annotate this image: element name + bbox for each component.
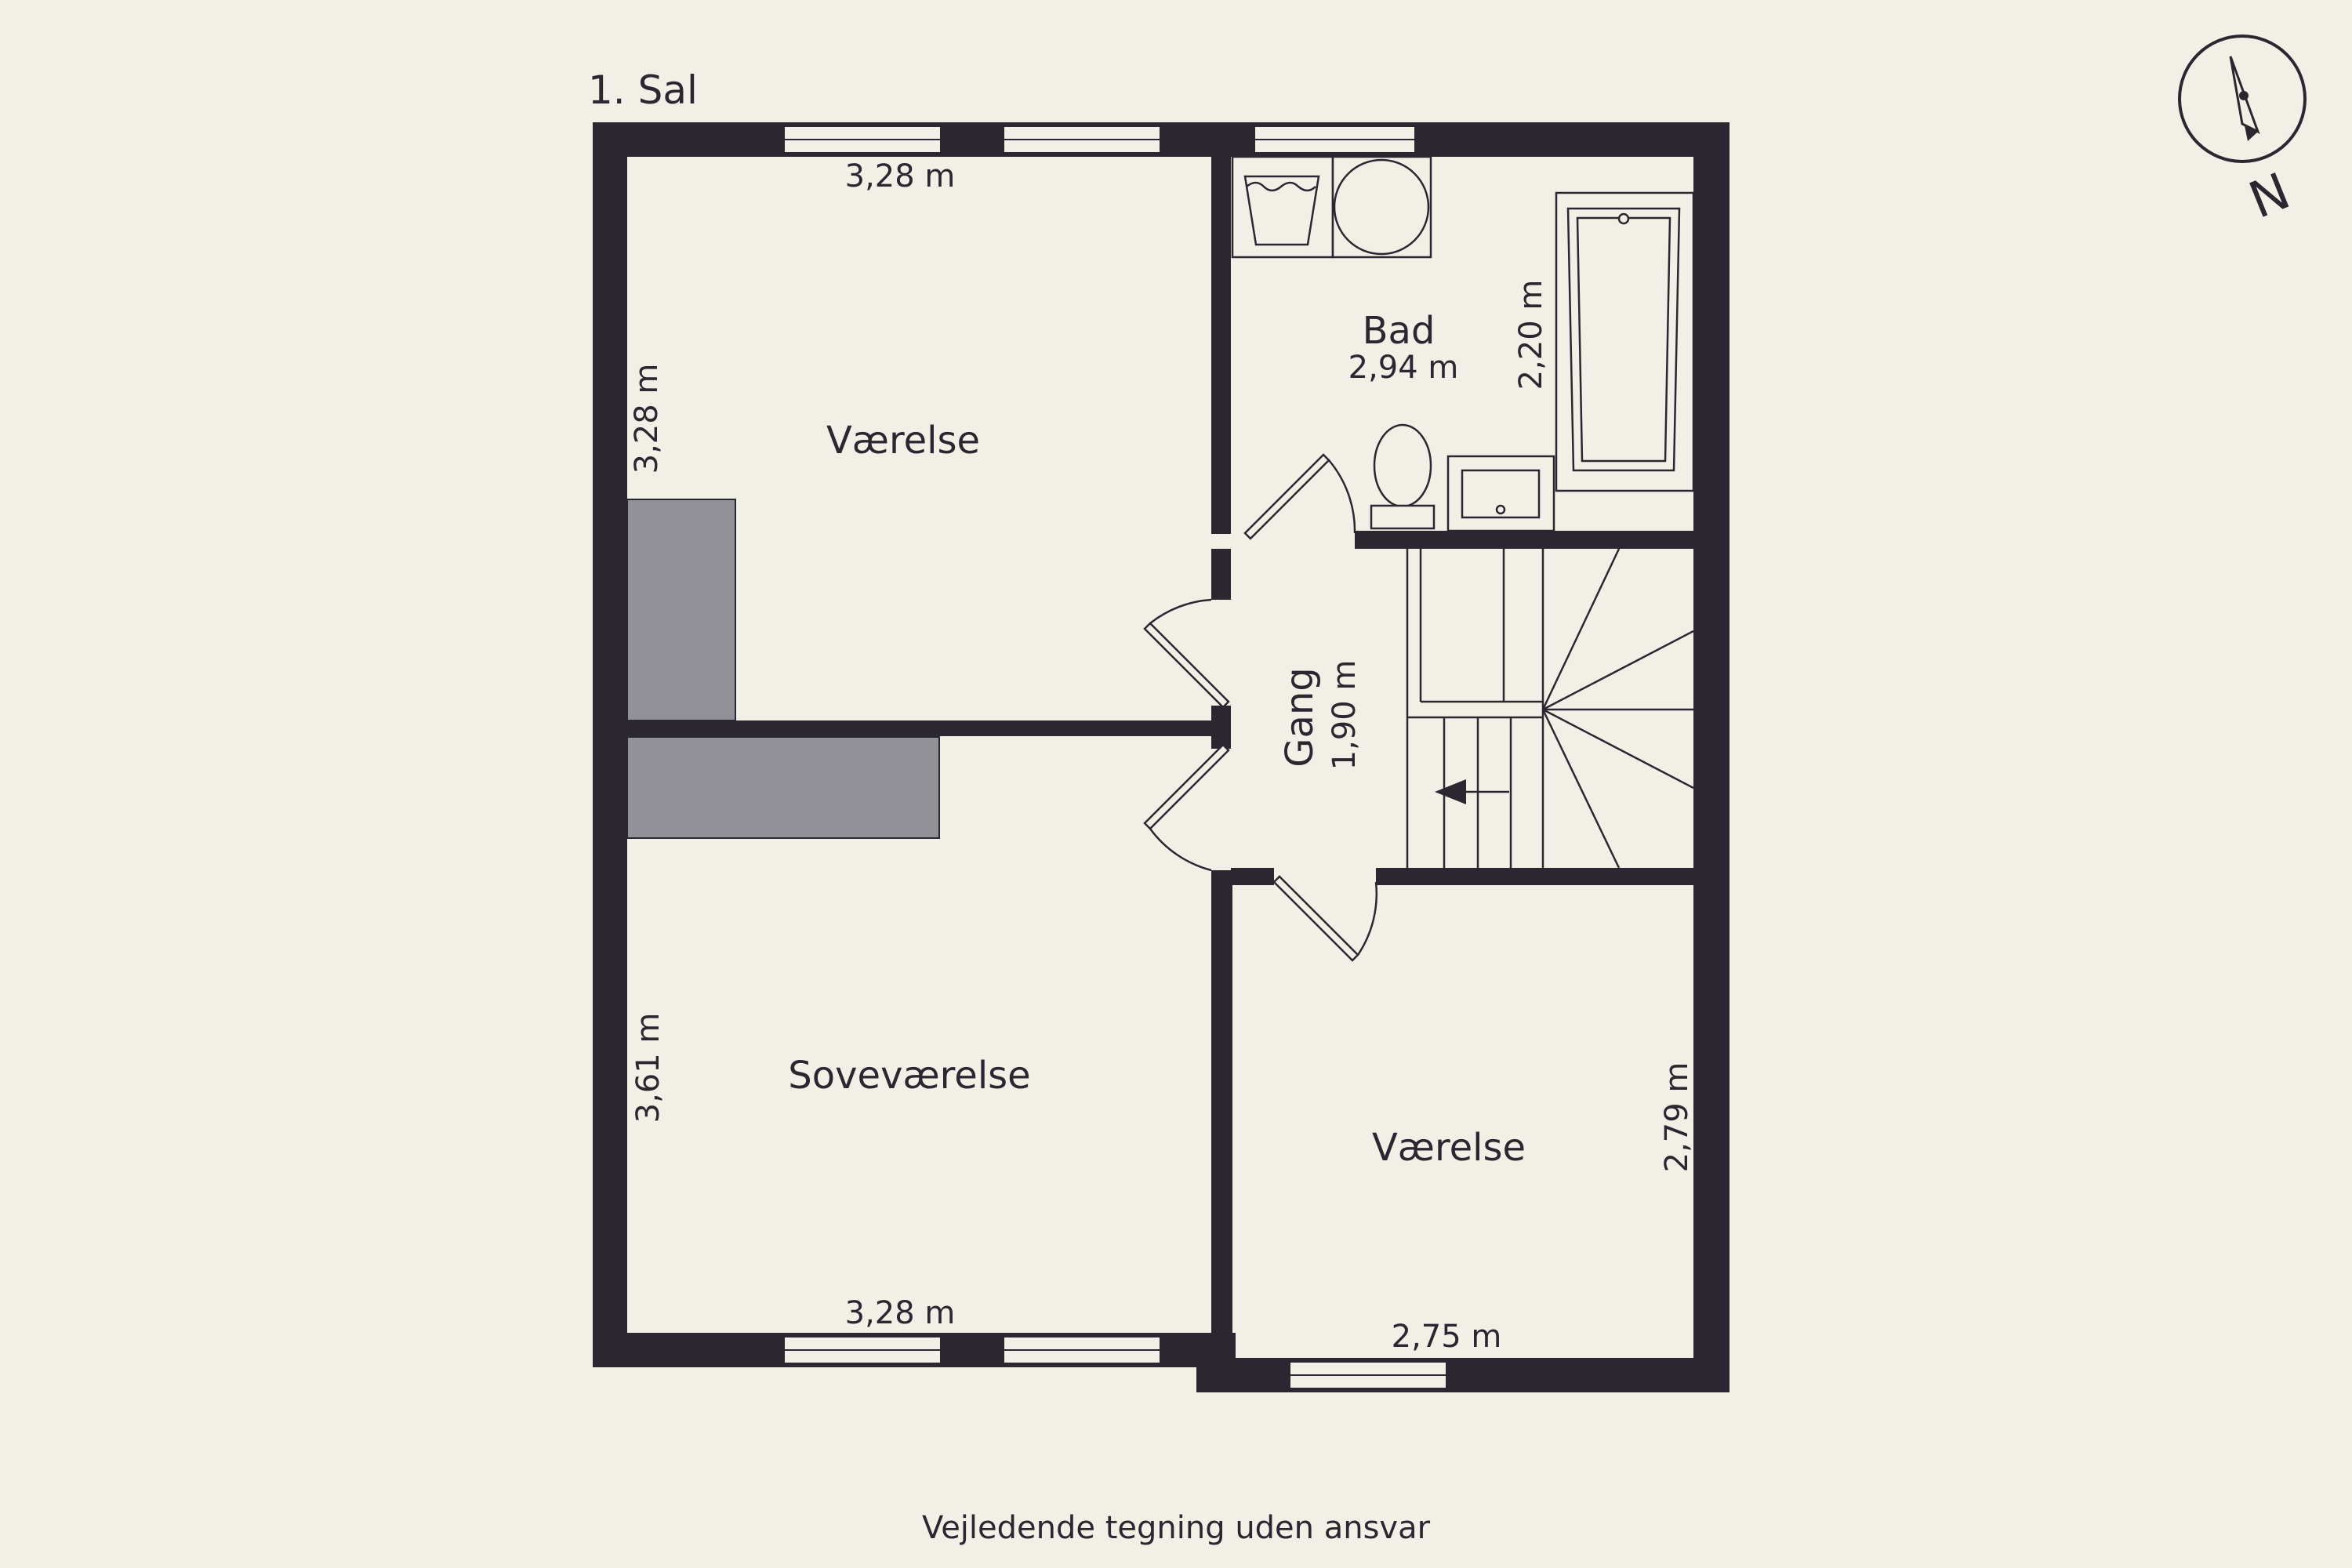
wall [1196, 1358, 1730, 1392]
dimension-label: 2,75 m [1392, 1319, 1502, 1355]
compass-icon: N [2178, 34, 2307, 230]
bathroom-fixtures [1231, 155, 1695, 532]
door-sovevaerelse [1143, 743, 1230, 872]
wall [627, 720, 1215, 736]
staircase [1406, 548, 1694, 869]
room-label-sovevaerelse: Soveværelse [788, 1054, 1030, 1098]
stair-direction-arrow-icon [1435, 779, 1466, 804]
door-bad [1243, 453, 1356, 540]
dimension-label: 1,90 m [1327, 660, 1363, 771]
wall [1376, 868, 1693, 885]
room-label-bad: Bad [1363, 309, 1436, 353]
wall [1231, 868, 1274, 885]
wall [1355, 531, 1693, 549]
door-vaerelse-top [1143, 598, 1230, 709]
window [1003, 125, 1161, 154]
closet-bottom [626, 736, 940, 839]
dimension-label: 3,28 m [629, 364, 665, 474]
windows [783, 125, 1447, 1389]
window [783, 1336, 942, 1364]
dryer [1331, 155, 1432, 259]
toilet [1370, 423, 1436, 530]
footer-note: Vejledende tegning uden ansvar [922, 1510, 1431, 1546]
compass-north-label: N [2241, 162, 2298, 230]
wall [1211, 122, 1231, 534]
dimension-label: 3,61 m [630, 1013, 666, 1123]
floor-label: 1. Sal [588, 67, 698, 113]
washing-machine [1231, 155, 1334, 259]
room-label-gang: Gang [1278, 667, 1322, 768]
door-vaerelse-bottom [1272, 875, 1377, 962]
wall [1211, 706, 1231, 749]
window [1254, 125, 1416, 154]
wall [1693, 122, 1730, 1392]
dimension-label: 2,94 m [1348, 350, 1459, 386]
room-labels: Værelse Bad Gang Soveværelse Værelse [788, 309, 1526, 1170]
wall [1223, 882, 1232, 1392]
dimension-label: 2,20 m [1513, 280, 1549, 390]
room-label-vaerelse-top: Værelse [826, 419, 980, 463]
window [1003, 1336, 1161, 1364]
closet-top [626, 499, 736, 721]
dimension-labels: 3,28 m 3,28 m 2,94 m 2,20 m 1,90 m 3,61 … [629, 158, 1695, 1355]
closets [626, 499, 940, 839]
window [1289, 1361, 1447, 1389]
doors [1143, 453, 1377, 962]
window [783, 125, 942, 154]
room-label-vaerelse-bottom: Værelse [1372, 1126, 1526, 1170]
bathtub [1555, 191, 1695, 492]
dimension-label: 3,28 m [845, 158, 956, 194]
wall [593, 122, 627, 1367]
dimension-label: 3,28 m [845, 1295, 956, 1331]
wall [1211, 549, 1231, 600]
dimension-label: 2,79 m [1659, 1062, 1695, 1173]
sink [1446, 455, 1555, 532]
